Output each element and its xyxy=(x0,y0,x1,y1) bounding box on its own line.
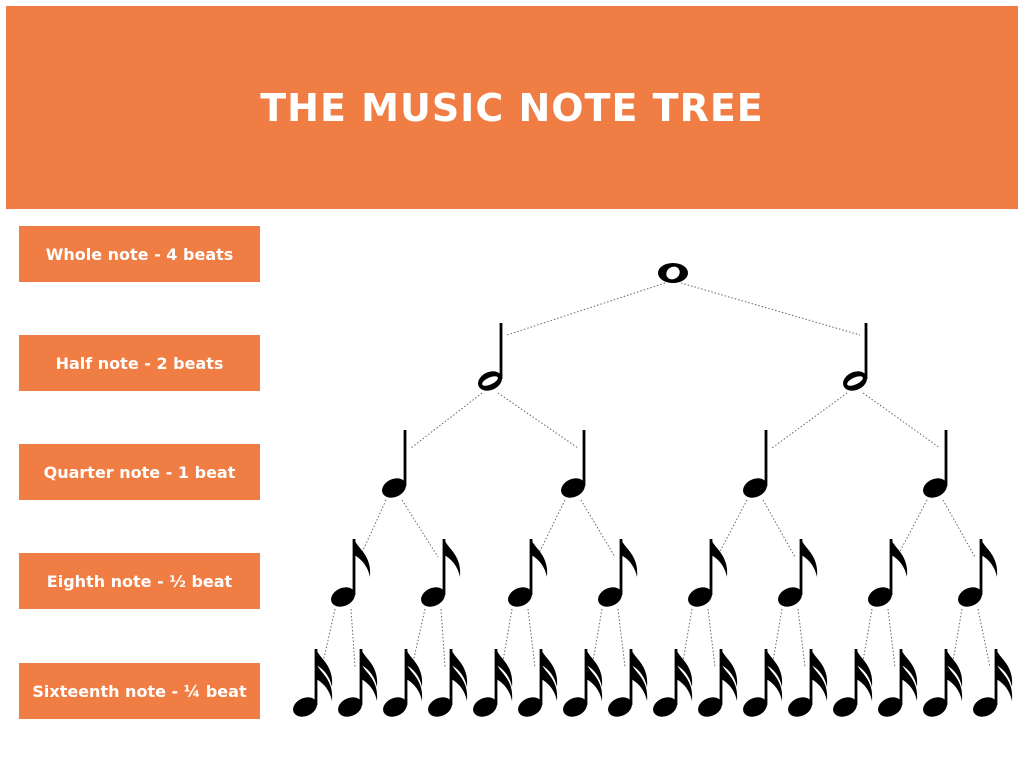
sixteenth-note-icon xyxy=(923,649,963,717)
connector-line xyxy=(680,282,861,336)
connector-line xyxy=(580,499,616,558)
quarter-note-icon xyxy=(561,430,586,498)
label-half-note: Half note - 2 beats xyxy=(19,335,260,391)
connector-line xyxy=(951,608,963,668)
quarter-note-icon xyxy=(743,430,768,498)
connector-line xyxy=(410,392,483,449)
sixteenth-note-icon xyxy=(428,649,468,717)
eighth-note-icon xyxy=(868,539,908,607)
connector-line xyxy=(359,499,387,558)
connector-line xyxy=(707,608,716,668)
label-sixteenth-note: Sixteenth note - ¼ beat xyxy=(19,663,260,719)
sixteenth-note-icon xyxy=(563,649,603,717)
sixteenth-note-icon xyxy=(608,649,648,717)
page-title: THE MUSIC NOTE TREE xyxy=(260,85,764,130)
eighth-note-icon xyxy=(421,539,461,607)
connector-line xyxy=(887,608,896,668)
connector-line xyxy=(527,608,536,668)
sixteenth-note-icon xyxy=(833,649,873,717)
connector-line xyxy=(977,608,991,668)
half-note-icon xyxy=(478,323,503,391)
sixteenth-note-icon xyxy=(788,649,828,717)
connector-line xyxy=(321,608,336,668)
connector-line xyxy=(440,608,446,668)
connector-line xyxy=(411,608,426,668)
connector-line xyxy=(762,499,796,558)
sixteenth-note-icon xyxy=(518,649,558,717)
sixteenth-note-icon xyxy=(293,649,333,717)
eighth-note-icon xyxy=(331,539,371,607)
connector-line xyxy=(617,608,626,668)
connector-line xyxy=(861,608,873,668)
eighth-note-icon xyxy=(598,539,638,607)
connector-line xyxy=(942,499,976,558)
connector-line xyxy=(501,608,513,668)
connector-lines xyxy=(321,282,991,668)
header-banner: THE MUSIC NOTE TREE xyxy=(6,6,1018,209)
connector-line xyxy=(536,499,566,558)
connector-line xyxy=(771,608,783,668)
connector-line xyxy=(506,282,666,336)
sixteenth-note-icon xyxy=(338,649,378,717)
label-whole-note: Whole note - 4 beats xyxy=(19,226,260,282)
eighth-note-icon xyxy=(508,539,548,607)
connector-line xyxy=(862,392,941,449)
sixteenth-note-icon xyxy=(973,649,1013,717)
connector-line xyxy=(716,499,748,558)
sixteenth-note-icon xyxy=(383,649,423,717)
connector-line xyxy=(797,608,806,668)
connector-line xyxy=(350,608,356,668)
eighth-note-icon xyxy=(688,539,728,607)
connector-line xyxy=(401,499,439,558)
eighth-note-icon xyxy=(778,539,818,607)
label-quarter-note: Quarter note - 1 beat xyxy=(19,444,260,500)
sixteenth-note-icon xyxy=(743,649,783,717)
eighth-note-icon xyxy=(958,539,998,607)
sixteenth-note-icon xyxy=(878,649,918,717)
quarter-note-icon xyxy=(382,430,407,498)
connector-line xyxy=(681,608,693,668)
sixteenth-note-icon xyxy=(653,649,693,717)
notes-layer xyxy=(293,263,1013,717)
label-eighth-note: Eighth note - ½ beat xyxy=(19,553,260,609)
connector-line xyxy=(771,392,848,449)
connector-line xyxy=(591,608,603,668)
sixteenth-note-icon xyxy=(473,649,513,717)
sixteenth-note-icon xyxy=(698,649,738,717)
half-note-icon xyxy=(843,323,868,391)
connector-line xyxy=(497,392,579,449)
connector-line xyxy=(896,499,928,558)
whole-note-icon xyxy=(658,263,688,283)
quarter-note-icon xyxy=(923,430,948,498)
